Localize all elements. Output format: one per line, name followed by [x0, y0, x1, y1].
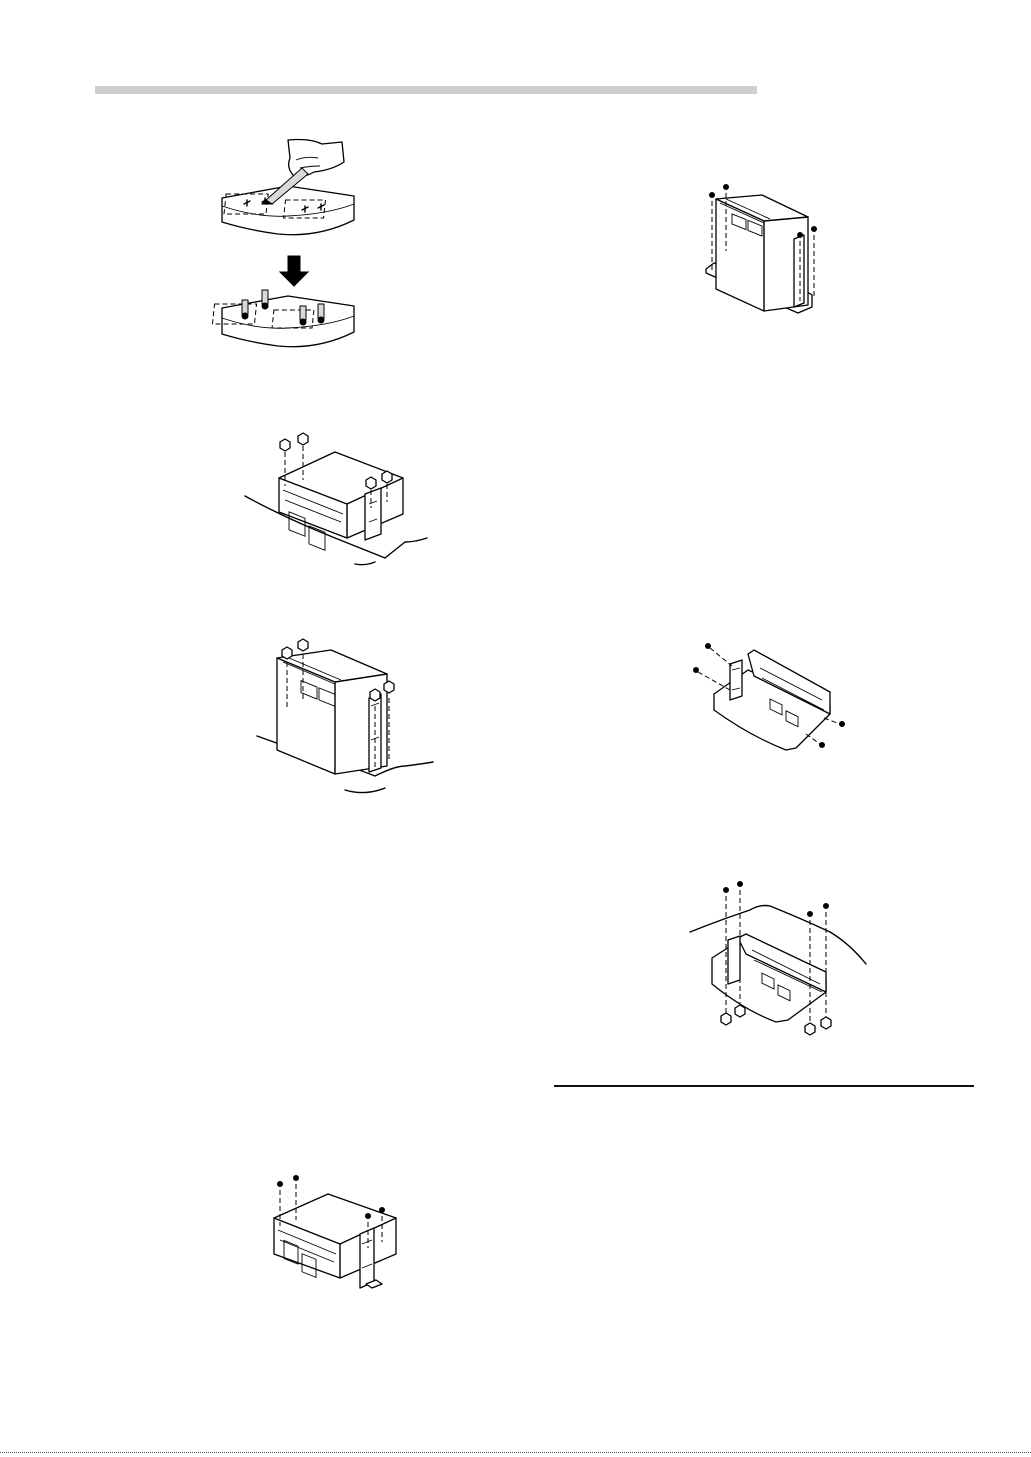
unit-top-mount-nuts-illustration	[245, 438, 435, 568]
unit-vertical-screws-illustration	[700, 185, 820, 325]
section-divider	[554, 1085, 974, 1087]
header-bar	[95, 86, 757, 94]
unit-vertical-mount-nuts-illustration	[255, 640, 435, 800]
template-marking-illustration	[218, 138, 368, 360]
unit-top-screws-illustration	[268, 1178, 408, 1293]
page-bottom-edge	[0, 1452, 1031, 1455]
unit-bracket-side-screws-illustration	[690, 640, 850, 770]
unit-ceiling-mount-illustration	[690, 880, 870, 1040]
